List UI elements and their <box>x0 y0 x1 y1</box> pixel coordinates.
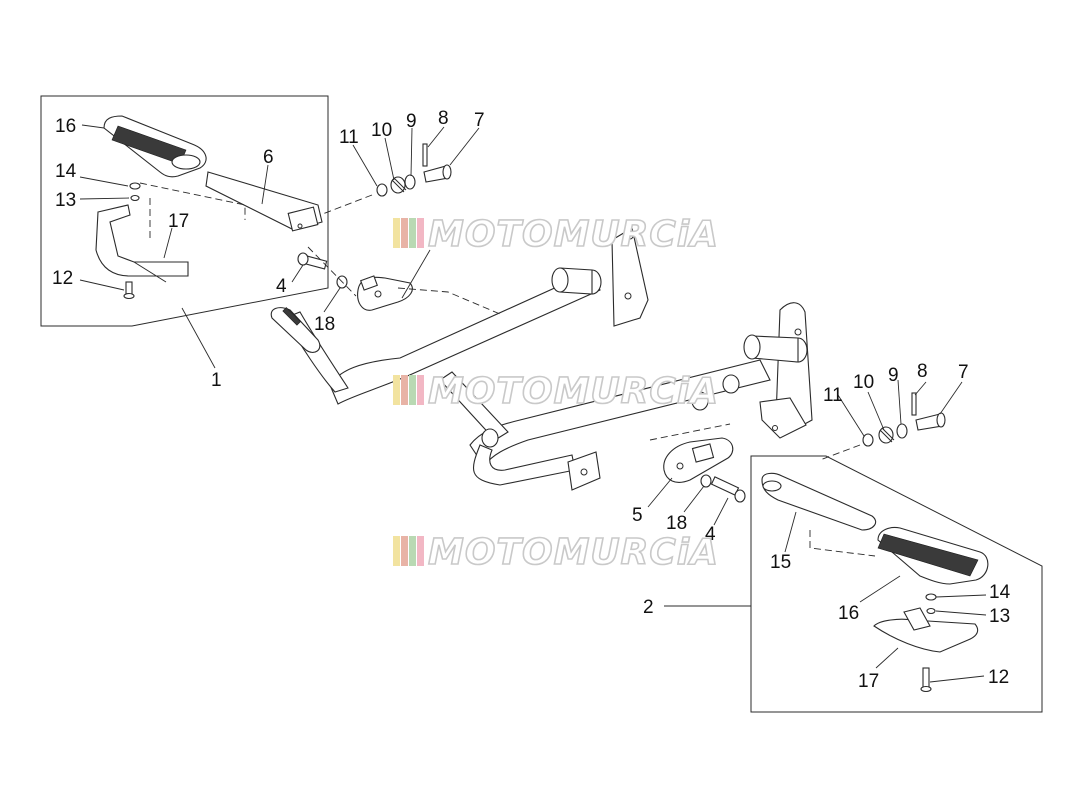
callout-5: 5 <box>632 505 643 526</box>
callout-10: 10 <box>371 120 392 141</box>
callout-11: 11 <box>823 385 843 406</box>
callout-14: 14 <box>55 161 77 182</box>
callout-2: 2 <box>643 597 654 618</box>
callout-1: 1 <box>211 370 222 391</box>
callout-11: 11 <box>339 127 359 148</box>
callout-4: 4 <box>705 524 716 545</box>
callout-13: 13 <box>989 606 1010 627</box>
callout-4: 4 <box>276 276 287 297</box>
footpeg-right <box>761 472 877 531</box>
callout-12: 12 <box>988 667 1009 688</box>
watermark-bottom: MOTOMURCiA <box>393 531 719 574</box>
watermark-text: MOTOMURCiA <box>428 532 719 573</box>
callout-15: 15 <box>770 552 791 573</box>
footrest-bracket-left <box>95 204 189 277</box>
callout-13: 13 <box>55 190 76 211</box>
callout-7: 7 <box>958 362 969 383</box>
callout-6: 6 <box>263 147 274 168</box>
callout-18: 18 <box>666 513 687 534</box>
watermark-top: MOTOMURCiA <box>393 213 719 256</box>
callout-10: 10 <box>853 372 874 393</box>
callout-9: 9 <box>406 111 417 132</box>
footrest-bracket-right <box>873 618 979 653</box>
hinge-pin-set-left <box>297 143 501 315</box>
callout-9: 9 <box>888 365 899 386</box>
callout-7: 7 <box>474 110 485 131</box>
callout-8: 8 <box>917 361 928 382</box>
callout-labels: 16 14 13 17 12 6 1 11 10 9 8 7 4 18 5 18… <box>52 108 1011 692</box>
callout-16: 16 <box>55 116 76 137</box>
hinge-pin-set-right <box>649 392 946 503</box>
watermark-middle: MOTOMURCiA <box>393 370 719 413</box>
callout-18: 18 <box>314 314 335 335</box>
footpeg-subframe <box>270 227 813 491</box>
watermark-text: MOTOMURCiA <box>428 371 719 412</box>
left-footpeg-kit-box <box>40 95 329 327</box>
right-footpeg-kit-box <box>750 455 1043 713</box>
leader-lines <box>79 124 987 683</box>
watermark-text: MOTOMURCiA <box>428 214 719 255</box>
callout-14: 14 <box>989 582 1011 603</box>
callout-17: 17 <box>858 671 879 692</box>
callout-17: 17 <box>168 211 189 232</box>
callout-16: 16 <box>838 603 859 624</box>
callout-12: 12 <box>52 268 73 289</box>
callout-8: 8 <box>438 108 449 129</box>
